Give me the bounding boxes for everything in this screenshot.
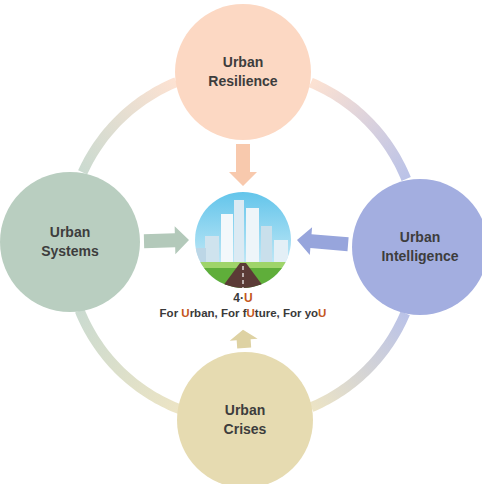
circle-outline xyxy=(352,179,482,315)
highlight-letter: U xyxy=(318,307,326,319)
emblem-slogan: For Urban, For fUture, For yoU xyxy=(133,306,353,322)
block-arrow xyxy=(297,227,349,255)
circle-fill xyxy=(0,172,140,312)
text-run: rban, For f xyxy=(190,307,247,319)
circle-fill xyxy=(177,352,313,484)
ring-arc xyxy=(80,311,180,409)
circle-fill xyxy=(175,4,311,140)
topic-circle: Urban Systems xyxy=(0,172,140,312)
circle-outline xyxy=(0,172,140,312)
text-run: ture, For yo xyxy=(255,307,318,319)
topic-label: Urban Resilience xyxy=(208,53,277,91)
block-arrow xyxy=(230,330,258,349)
highlight-letter: U xyxy=(247,307,255,319)
topic-circle: Urban Crises xyxy=(177,352,313,484)
center-emblem: 4·UFor Urban, For fUture, For yoU xyxy=(133,190,353,324)
ring-arc xyxy=(83,82,177,172)
topic-label: Urban Intelligence xyxy=(381,228,458,266)
block-arrow xyxy=(229,144,257,186)
city-scene xyxy=(190,188,296,298)
ring-arc xyxy=(311,313,405,407)
highlight-letter: U xyxy=(181,307,189,319)
topic-circle: Urban Resilience xyxy=(175,4,311,140)
highlight-letter: U xyxy=(244,291,253,305)
circle-outline xyxy=(175,4,311,140)
topic-label: Urban Crises xyxy=(224,401,267,439)
circle-fill xyxy=(352,179,482,315)
emblem-title: 4·U xyxy=(133,290,353,306)
topic-label: Urban Systems xyxy=(41,223,99,261)
text-run: 4· xyxy=(233,291,244,305)
topic-circle: Urban Intelligence xyxy=(352,179,482,315)
ring-arc xyxy=(311,83,406,179)
block-arrow xyxy=(144,226,189,254)
text-run: For xyxy=(160,307,182,319)
